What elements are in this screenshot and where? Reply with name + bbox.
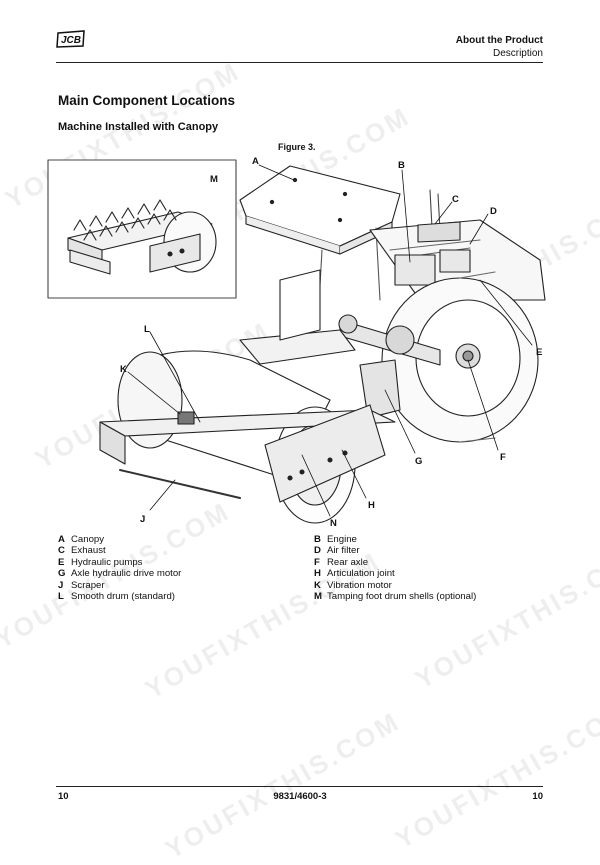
callout-n: N <box>330 518 337 529</box>
callout-k: K <box>120 364 127 375</box>
callout-h: H <box>368 500 375 511</box>
callout-g: G <box>415 456 422 467</box>
engine-compartment <box>369 189 546 301</box>
document-number: 9831/4600-3 <box>273 791 327 802</box>
callout-e: E <box>536 347 542 358</box>
brand-text: JCB <box>61 35 81 46</box>
page-number-right: 10 <box>532 791 543 802</box>
callout-f: F <box>500 452 506 463</box>
section-title: About the Product <box>455 35 543 46</box>
jcb-logo: JCB <box>56 30 85 48</box>
subsection-title: Description <box>492 48 543 59</box>
header-divider <box>56 62 543 63</box>
callout-b: B <box>398 160 405 171</box>
component-diagram: A B C D E F G H J K L M N <box>47 156 546 529</box>
rear-wheel <box>381 271 539 443</box>
watermark: YOUFIXTHIS.COM <box>390 695 600 855</box>
page-subtitle: Machine Installed with Canopy <box>58 121 219 133</box>
footer-divider <box>56 786 543 787</box>
figure-label: Figure 3. <box>278 142 316 152</box>
callout-c: C <box>452 194 459 205</box>
page-number-left: 10 <box>58 791 69 802</box>
page-title: Main Component Locations <box>58 93 235 108</box>
callout-l: L <box>144 324 150 335</box>
inset-tamping-drum <box>47 159 237 299</box>
canopy <box>239 165 401 255</box>
callout-j: J <box>140 514 145 525</box>
leader-lines <box>127 164 533 517</box>
callout-d: D <box>490 206 497 217</box>
callout-a: A <box>252 156 259 167</box>
callout-m: M <box>210 174 218 185</box>
header-section: About the Product Description <box>456 34 543 60</box>
